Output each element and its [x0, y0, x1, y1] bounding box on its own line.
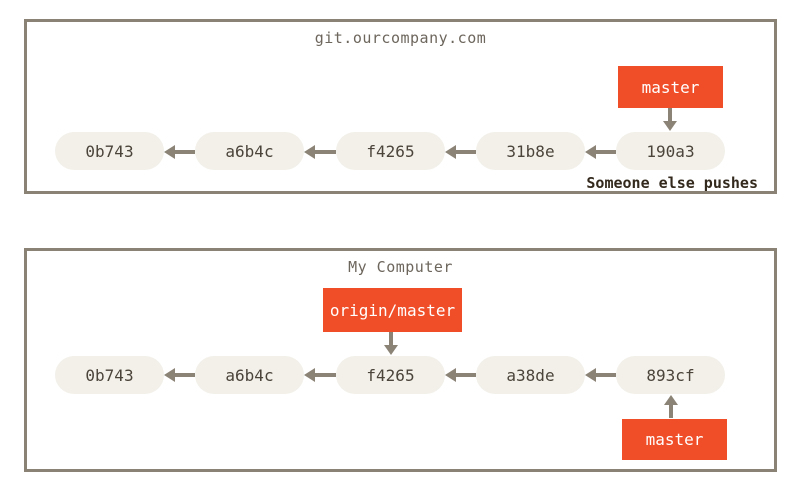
- arrow-left-icon: [164, 368, 195, 382]
- arrow-left-icon: [585, 145, 616, 159]
- arrow-left-icon: [445, 145, 476, 159]
- my-computer-title: My Computer: [348, 258, 453, 276]
- remote-server-box: git.ourcompany.com 0b743 a6b4c f4265 31b…: [24, 19, 777, 194]
- local-commit-2: f4265: [336, 356, 445, 394]
- arrow-down-icon: [384, 332, 398, 355]
- someone-else-pushes-label: Someone else pushes: [586, 174, 758, 192]
- remote-server-title: git.ourcompany.com: [314, 29, 487, 47]
- arrow-left-icon: [304, 368, 336, 382]
- arrow-up-icon: [664, 395, 678, 418]
- local-commit-4: 893cf: [616, 356, 725, 394]
- origin-master-branch-tag: origin/master: [323, 288, 462, 332]
- arrow-left-icon: [445, 368, 476, 382]
- remote-master-branch-tag: master: [618, 66, 723, 108]
- remote-commit-3: 31b8e: [476, 132, 585, 170]
- arrow-left-icon: [304, 145, 336, 159]
- my-computer-box: My Computer 0b743 a6b4c f4265 a38de 893c…: [24, 248, 777, 472]
- arrow-down-icon: [663, 108, 677, 131]
- local-commit-1: a6b4c: [195, 356, 304, 394]
- arrow-left-icon: [585, 368, 616, 382]
- local-master-branch-tag: master: [622, 419, 727, 460]
- remote-commit-2: f4265: [336, 132, 445, 170]
- local-commit-3: a38de: [476, 356, 585, 394]
- arrow-left-icon: [164, 145, 195, 159]
- local-commit-0: 0b743: [55, 356, 164, 394]
- remote-commit-1: a6b4c: [195, 132, 304, 170]
- remote-commit-0: 0b743: [55, 132, 164, 170]
- remote-commit-4: 190a3: [616, 132, 725, 170]
